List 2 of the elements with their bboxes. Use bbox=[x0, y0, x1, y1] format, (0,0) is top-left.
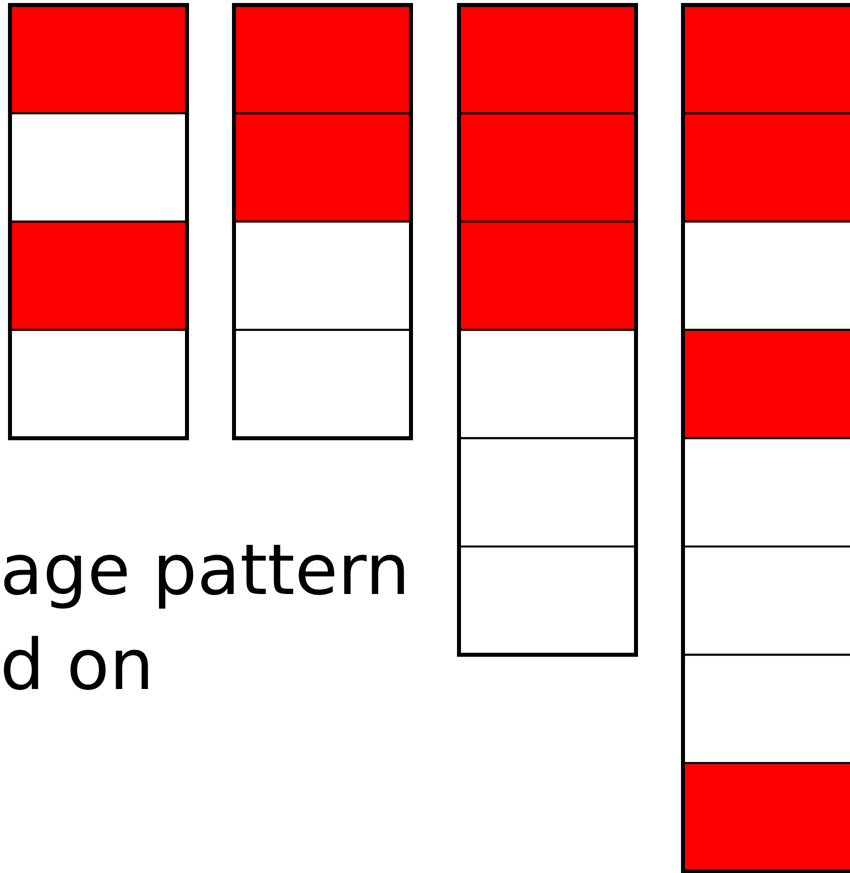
text-line: d on bbox=[0, 625, 154, 705]
text-line: age pattern bbox=[0, 530, 410, 610]
